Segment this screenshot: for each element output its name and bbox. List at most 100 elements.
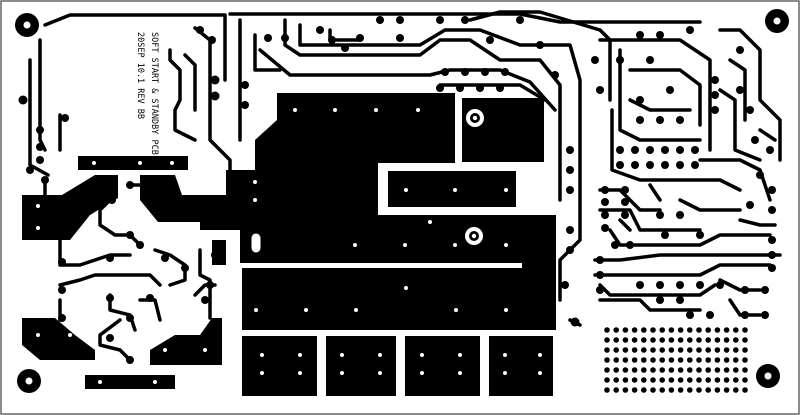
proto-pad — [723, 367, 730, 373]
proto-pad — [677, 357, 684, 363]
proto-pad — [742, 327, 748, 333]
proto-pad — [641, 387, 647, 393]
proto-pad — [723, 327, 730, 333]
proto-pad — [696, 327, 702, 333]
proto-pad — [733, 387, 739, 393]
proto-pad — [604, 367, 610, 373]
proto-pad — [705, 367, 711, 373]
proto-pad — [631, 367, 638, 373]
board-label-line-1: SOFT START & STANDBY PCB — [149, 32, 159, 155]
proto-pad — [622, 347, 629, 353]
pour-pads — [36, 108, 542, 384]
proto-pad — [631, 387, 638, 393]
proto-pad — [742, 367, 748, 373]
board-label: SOFT START & STANDBY PCB 20SEP 10.1 REV … — [135, 32, 159, 155]
proto-pad — [622, 327, 629, 333]
proto-pad — [659, 367, 665, 373]
proto-pad — [650, 387, 656, 393]
proto-pad — [687, 377, 693, 383]
proto-pad — [631, 327, 638, 333]
proto-pad — [696, 337, 702, 343]
proto-pad — [650, 357, 656, 363]
proto-pad — [668, 367, 675, 373]
proto-pad — [733, 327, 739, 333]
proto-pad — [723, 347, 730, 353]
proto-pad — [641, 327, 647, 333]
prototype-pad-grid — [604, 327, 748, 393]
proto-pad — [622, 367, 629, 373]
proto-pad — [687, 357, 693, 363]
proto-pad — [668, 347, 675, 353]
proto-pad — [705, 357, 711, 363]
proto-pad — [650, 337, 656, 343]
proto-pad — [714, 327, 721, 333]
component-pads — [18, 16, 776, 364]
proto-pad — [687, 327, 693, 333]
proto-pad — [650, 327, 656, 333]
proto-pad — [687, 367, 693, 373]
proto-pad — [659, 347, 665, 353]
proto-pad — [714, 337, 721, 343]
proto-pad — [604, 357, 610, 363]
proto-pad — [705, 347, 711, 353]
main-power-pour — [182, 93, 522, 263]
proto-pad — [604, 347, 610, 353]
proto-pad — [650, 367, 656, 373]
proto-pad — [659, 337, 665, 343]
proto-pad — [696, 357, 702, 363]
board-label-line-2: 20SEP 10.1 REV BB — [135, 32, 145, 119]
proto-pad — [677, 367, 684, 373]
proto-pad — [742, 387, 748, 393]
proto-pad — [613, 337, 619, 343]
proto-pad — [604, 387, 610, 393]
proto-pad — [723, 387, 730, 393]
relay-pour — [242, 268, 522, 330]
proto-pad — [705, 327, 711, 333]
proto-pad — [641, 367, 647, 373]
proto-pad — [631, 377, 638, 383]
proto-pad — [733, 377, 739, 383]
bridge-pour-left-top — [22, 175, 118, 240]
proto-pad — [714, 377, 721, 383]
proto-pad — [641, 377, 647, 383]
proto-pad — [604, 377, 610, 383]
proto-pad — [705, 387, 711, 393]
proto-pad — [696, 347, 702, 353]
proto-pad — [604, 337, 610, 343]
proto-pad — [742, 357, 748, 363]
proto-pad — [714, 347, 721, 353]
proto-pad — [622, 377, 629, 383]
proto-pad — [613, 367, 619, 373]
proto-pad — [696, 367, 702, 373]
proto-pad — [687, 337, 693, 343]
proto-pad — [733, 337, 739, 343]
proto-pad — [714, 367, 721, 373]
proto-pad — [677, 377, 684, 383]
proto-pad — [668, 377, 675, 383]
proto-pad — [742, 377, 748, 383]
proto-pad — [641, 347, 647, 353]
proto-pad — [705, 377, 711, 383]
proto-pad — [677, 327, 684, 333]
proto-pad — [604, 327, 610, 333]
bridge-pour-left-bottom — [22, 318, 95, 360]
proto-pad — [613, 347, 619, 353]
proto-pad — [723, 377, 730, 383]
proto-pad — [613, 377, 619, 383]
proto-pad — [622, 337, 629, 343]
proto-pad — [659, 357, 665, 363]
proto-pad — [733, 367, 739, 373]
proto-pad — [677, 387, 684, 393]
proto-pad — [677, 347, 684, 353]
proto-pad — [631, 347, 638, 353]
proto-pad — [733, 357, 739, 363]
proto-pad — [613, 387, 619, 393]
proto-pad — [687, 347, 693, 353]
proto-pad — [696, 377, 702, 383]
proto-pad — [742, 337, 748, 343]
proto-pad — [613, 327, 619, 333]
proto-pad — [668, 357, 675, 363]
proto-pad — [696, 387, 702, 393]
proto-pad — [641, 357, 647, 363]
